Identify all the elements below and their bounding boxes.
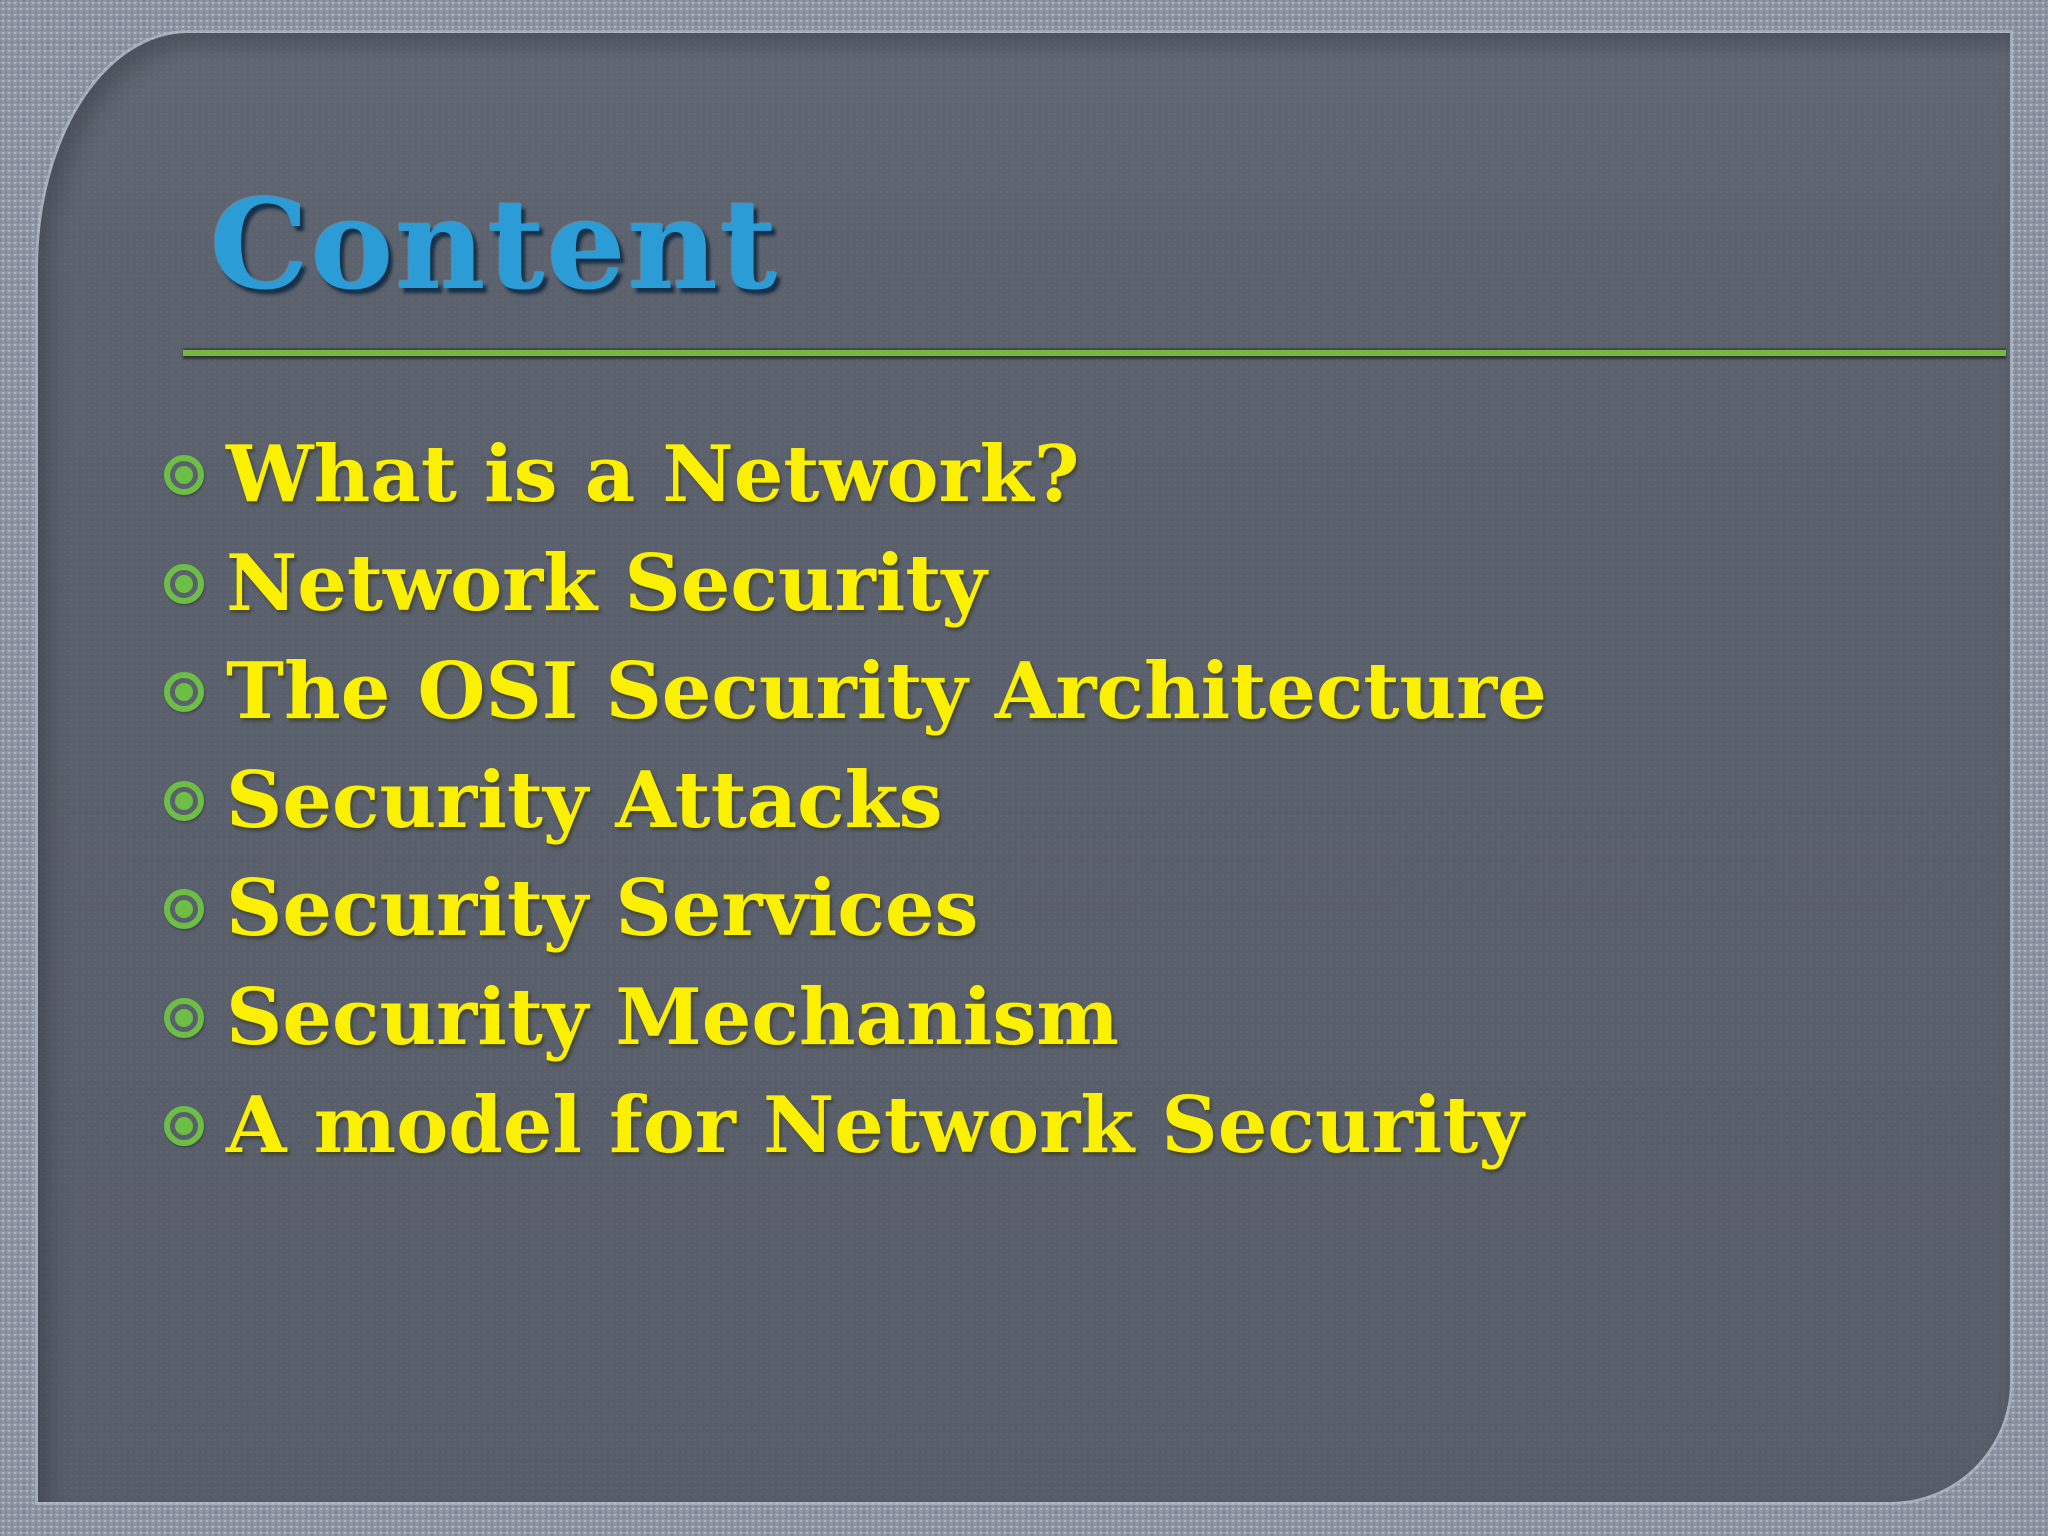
slide-panel: Content What is a Network? Network Secur… bbox=[38, 33, 2010, 1502]
bullet-icon bbox=[164, 997, 204, 1038]
list-item-text: Security Services bbox=[226, 863, 979, 955]
bullet-icon bbox=[164, 563, 204, 604]
bullet-icon bbox=[164, 455, 204, 496]
bullet-dot-icon bbox=[175, 1008, 193, 1027]
list-item: Security Services bbox=[38, 855, 2010, 964]
list-item-text: A model for Network Security bbox=[226, 1080, 1524, 1172]
title-divider bbox=[183, 350, 2006, 356]
list-item: Security Mechanism bbox=[38, 964, 2010, 1073]
list-item-text: Security Mechanism bbox=[226, 971, 1119, 1063]
bullet-dot-icon bbox=[175, 466, 193, 485]
bullet-icon bbox=[164, 672, 204, 713]
list-item-text: The OSI Security Architecture bbox=[226, 646, 1547, 738]
list-item-text: What is a Network? bbox=[226, 429, 1080, 521]
bullet-dot-icon bbox=[175, 683, 193, 702]
bullet-icon bbox=[164, 889, 204, 930]
list-item: Security Attacks bbox=[38, 747, 2010, 856]
bullet-dot-icon bbox=[175, 1117, 193, 1136]
bullet-dot-icon bbox=[175, 900, 193, 919]
list-item-text: Network Security bbox=[226, 537, 987, 629]
bullet-icon bbox=[164, 1106, 204, 1147]
bullet-icon bbox=[164, 780, 204, 821]
list-item: What is a Network? bbox=[38, 421, 2010, 530]
content-list: What is a Network? Network Security The … bbox=[38, 421, 2010, 1181]
bullet-dot-icon bbox=[175, 574, 193, 593]
slide-title: Content bbox=[210, 173, 780, 318]
list-item: The OSI Security Architecture bbox=[38, 638, 2010, 747]
list-item-text: Security Attacks bbox=[226, 754, 943, 846]
list-item: Network Security bbox=[38, 530, 2010, 639]
bullet-dot-icon bbox=[175, 791, 193, 810]
list-item: A model for Network Security bbox=[38, 1072, 2010, 1181]
